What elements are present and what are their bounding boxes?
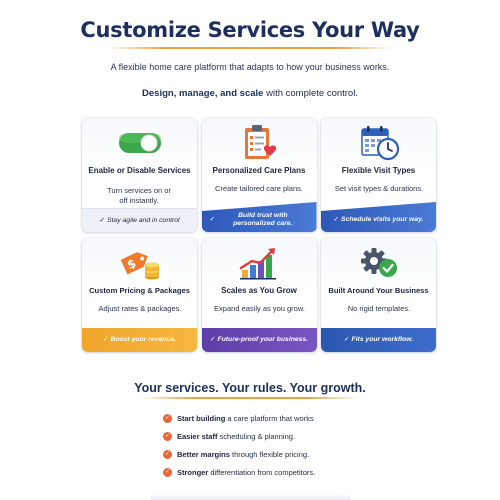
toggle-switch-icon: [82, 124, 197, 162]
card-description: No rigid templates.: [347, 304, 411, 313]
card-title: Custom Pricing & Packages: [89, 286, 190, 295]
feature-card-pricing: $ Custom Pricing & Packages Adjust rates…: [82, 238, 197, 352]
card-banner-text: Schedule visits your way.: [341, 216, 424, 223]
bullet-text: differentiation from competitors.: [208, 468, 316, 477]
page-tagline: Design, manage, and scale with complete …: [0, 88, 500, 99]
bullet-bold: Stronger: [177, 468, 209, 477]
bullet-text: a care platform that works: [225, 414, 314, 423]
card-title: Built Around Your Business: [328, 286, 429, 295]
check-icon: ✓: [333, 216, 342, 223]
card-description: Turn services on or off instantly.: [107, 186, 171, 205]
check-icon: ✓: [209, 216, 218, 223]
card-title: Scales as You Grow: [221, 286, 297, 295]
card-banner: ✓ Schedule visits your way.: [321, 202, 436, 232]
feature-card-care-plans: Personalized Care Plans Create tailored …: [201, 118, 317, 232]
check-icon: ✓: [102, 336, 111, 343]
check-icon: ✓: [163, 468, 172, 477]
list-item: ✓ Stronger differentiation from competito…: [163, 468, 403, 486]
card-banner: ✓ Stay agile and in control: [82, 208, 197, 232]
card-description: Adjust rates & packages.: [98, 304, 182, 313]
page-subtitle: A flexible home care platform that adapt…: [110, 62, 390, 72]
card-description: Expand easily as you grow.: [214, 304, 305, 313]
bullet-text: scheduling & planning.: [217, 432, 295, 441]
page-title: Customize Services Your Way: [80, 18, 420, 42]
list-item: ✓ Easier staff scheduling & planning.: [163, 432, 403, 450]
card-banner-text: Future-proof your business.: [217, 336, 309, 343]
card-title: Flexible Visit Types: [341, 166, 416, 175]
card-banner-text: Stay agile and in control: [107, 216, 180, 224]
growth-chart-icon: [202, 244, 317, 282]
calendar-clock-icon: [321, 124, 436, 162]
feature-grid: Enable or Disable Services Turn services…: [82, 118, 436, 352]
price-tag-coins-icon: $: [82, 244, 197, 282]
check-icon: ✓: [209, 336, 218, 343]
bullet-bold: Better margins: [177, 450, 230, 459]
clipboard-heart-icon: [202, 124, 317, 162]
check-icon: ✓: [163, 432, 172, 441]
footer-underline: [140, 397, 360, 399]
tagline-rest: with complete control.: [263, 88, 358, 99]
benefit-list: ✓ Start building a care platform that wor…: [163, 414, 403, 486]
list-item: ✓ Start building a care platform that wor…: [163, 414, 403, 432]
feature-card-built-around: Built Around Your Business No rigid temp…: [321, 238, 436, 352]
check-icon: ✓: [343, 336, 352, 343]
gear-check-icon: [321, 244, 436, 282]
check-icon: ✓: [163, 450, 172, 459]
title-underline: [108, 47, 392, 49]
card-description: Create tailored care plans.: [215, 184, 303, 193]
bullet-bold: Start building: [177, 414, 226, 423]
card-banner: ✓ Build trust with personalized care.: [201, 202, 317, 232]
tagline-bold: Design, manage, and scale: [142, 88, 264, 99]
bottom-fade: [150, 494, 350, 500]
card-banner-text: Fits your workflow.: [351, 336, 414, 343]
card-banner-text: Build trust with personalized care.: [233, 212, 293, 227]
feature-card-scales: Scales as You Grow Expand easily as you …: [201, 238, 317, 352]
card-title: Personalized Care Plans: [212, 166, 306, 175]
card-banner: ✓ Boost your revenue.: [82, 328, 197, 352]
check-icon: ✓: [99, 216, 108, 224]
bullet-bold: Easier staff: [177, 432, 218, 441]
bullet-text: through flexible pricing.: [229, 450, 310, 459]
footer-title: Your services. Your rules. Your growth.: [134, 381, 366, 395]
check-icon: ✓: [163, 414, 172, 423]
card-banner-text: Boost your revenue.: [110, 336, 177, 343]
card-banner: ✓ Future-proof your business.: [201, 328, 317, 352]
card-description: Set visit types & durations.: [334, 184, 424, 193]
card-banner: ✓ Fits your workflow.: [321, 328, 436, 352]
feature-card-enable-disable: Enable or Disable Services Turn services…: [82, 118, 197, 232]
card-title: Enable or Disable Services: [88, 166, 191, 175]
feature-card-visit-types: Flexible Visit Types Set visit types & d…: [321, 118, 436, 232]
list-item: ✓ Better margins through flexible pricing…: [163, 450, 403, 468]
